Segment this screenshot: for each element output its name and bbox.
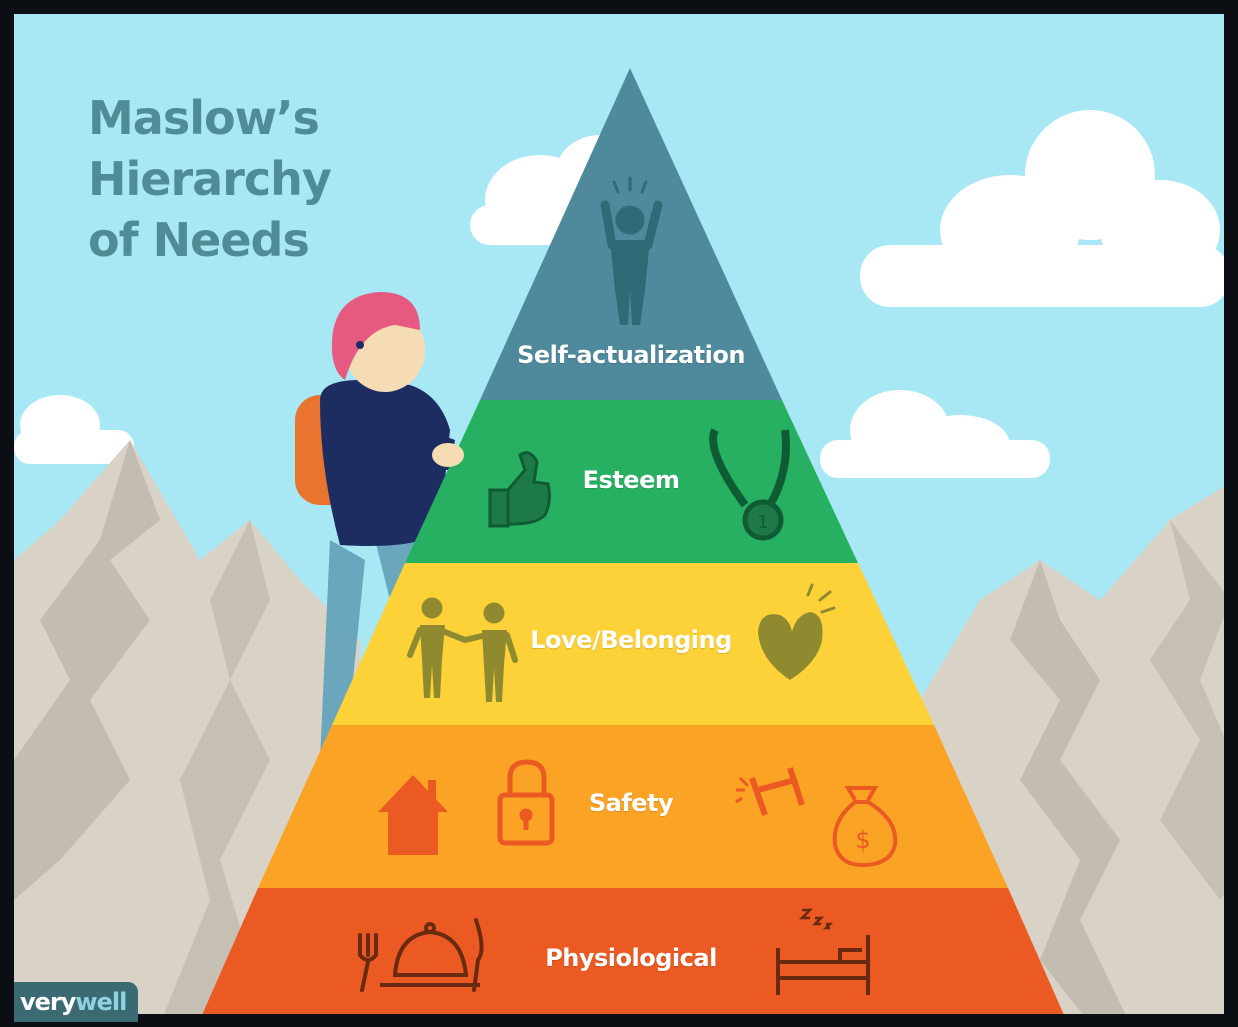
dumbbell-icon <box>735 767 805 816</box>
svg-text:$: $ <box>855 826 870 854</box>
tier-label-esteem: Esteem <box>582 466 680 494</box>
diagram-title: Maslow’s Hierarchy of Needs <box>88 88 388 271</box>
cloud-middle-right <box>820 390 1050 478</box>
tier-label-safety: Safety <box>588 789 674 817</box>
bed-icon <box>776 935 870 995</box>
tier-label-self-actualization: Self-actualization <box>517 341 745 369</box>
brand-part-very: very <box>20 988 76 1016</box>
tier-safety <box>258 725 1008 888</box>
climber-hand <box>432 443 464 467</box>
food-cloche-icon <box>380 922 480 987</box>
tier-physiological <box>198 888 1068 1024</box>
brand-part-well: well <box>75 988 127 1016</box>
two-people-handshake-icon <box>407 597 518 702</box>
thumbs-up-icon <box>488 451 551 528</box>
knife-icon <box>472 918 484 992</box>
house-icon <box>378 775 448 855</box>
title-line-1: Maslow’s <box>88 91 320 145</box>
tier-love-belonging <box>332 563 934 725</box>
title-line-3: of Needs <box>88 213 310 267</box>
tier-label-love-belonging: Love/Belonging <box>530 626 732 654</box>
sleep-zzz-icon <box>798 908 834 930</box>
title-line-2: Hierarchy <box>88 152 332 206</box>
svg-text:1: 1 <box>757 512 768 533</box>
padlock-icon <box>497 759 555 846</box>
person-cheering-icon <box>600 176 663 325</box>
heart-icon <box>758 583 836 680</box>
medal-icon: 1 <box>709 428 790 541</box>
cloud-left <box>14 395 134 464</box>
money-bag-icon: $ <box>832 786 898 868</box>
tier-label-physiological: Physiological <box>545 944 717 972</box>
fork-icon <box>358 933 378 992</box>
cloud-right <box>860 110 1230 307</box>
